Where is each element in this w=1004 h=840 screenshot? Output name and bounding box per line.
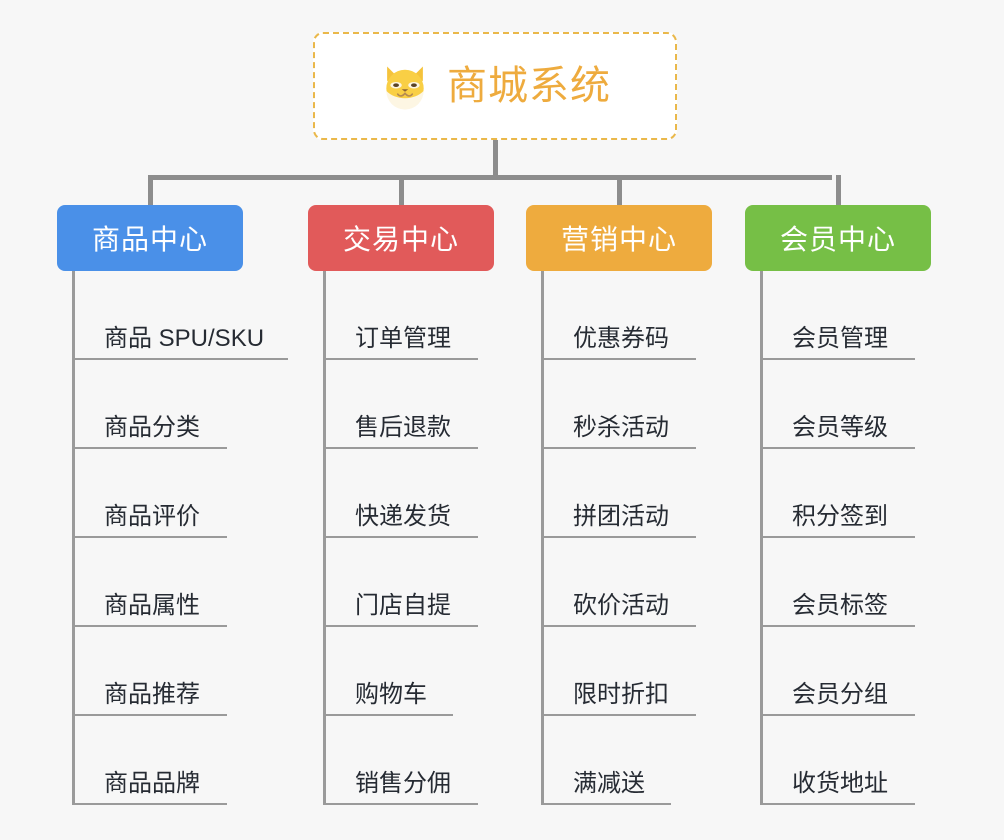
root-node-card[interactable]: 商城系统	[313, 32, 677, 140]
leaf-label: 优惠券码	[573, 325, 669, 352]
leaf-underline	[760, 536, 915, 538]
leaf-underline	[323, 358, 478, 360]
leaf-label: 积分签到	[792, 503, 888, 530]
connector-horizontal-bus	[148, 175, 832, 180]
leaf-item[interactable]: 砍价活动	[541, 538, 696, 627]
leaf-item[interactable]: 会员标签	[760, 538, 915, 627]
category-box-3[interactable]: 营销中心	[526, 205, 712, 271]
leaf-label: 商品分类	[104, 414, 200, 441]
leaf-item[interactable]: 商品评价	[72, 449, 264, 538]
connector-drop-4	[835, 175, 841, 207]
leaf-label: 门店自提	[355, 592, 451, 619]
branch-column-2: 订单管理售后退款快递发货门店自提购物车销售分佣	[323, 271, 478, 805]
branch-spine	[541, 271, 544, 805]
leaf-item[interactable]: 快递发货	[323, 449, 478, 538]
connector-root-stem	[493, 140, 498, 178]
leaf-item[interactable]: 优惠券码	[541, 271, 696, 360]
leaf-underline	[760, 447, 915, 449]
leaf-item[interactable]: 会员等级	[760, 360, 915, 449]
leaf-item[interactable]: 商品分类	[72, 360, 264, 449]
leaf-underline	[541, 803, 671, 805]
branch-spine	[760, 271, 763, 805]
leaf-label: 购物车	[355, 681, 427, 708]
leaf-item[interactable]: 销售分佣	[323, 716, 478, 805]
leaf-label: 会员分组	[792, 681, 888, 708]
branch-spine	[323, 271, 326, 805]
category-label: 会员中心	[779, 224, 896, 255]
leaf-underline	[541, 447, 696, 449]
leaf-item[interactable]: 商品推荐	[72, 627, 264, 716]
leaf-underline	[760, 803, 915, 805]
leaf-item[interactable]: 秒杀活动	[541, 360, 696, 449]
leaf-label: 商品品牌	[104, 770, 200, 797]
connector-drop-2	[398, 175, 404, 207]
category-label: 营销中心	[560, 224, 677, 255]
leaf-underline	[541, 358, 696, 360]
branch-column-1: 商品 SPU/SKU 商品分类商品评价商品属性商品推荐商品品牌	[72, 271, 288, 805]
leaf-underline	[72, 714, 227, 716]
leaf-label: 会员等级	[792, 414, 888, 441]
leaf-underline	[72, 536, 227, 538]
leaf-underline	[72, 358, 288, 360]
branch-column-4: 会员管理会员等级积分签到会员标签会员分组收货地址	[760, 271, 915, 805]
branch-column-3: 优惠券码秒杀活动拼团活动砍价活动限时折扣满减送	[541, 271, 696, 805]
leaf-item[interactable]: 限时折扣	[541, 627, 696, 716]
connector-drop-1	[147, 175, 153, 207]
leaf-label: 售后退款	[355, 414, 451, 441]
leaf-label: 拼团活动	[573, 503, 669, 530]
leaf-label: 满减送	[573, 770, 645, 797]
leaf-underline	[541, 625, 696, 627]
leaf-item[interactable]: 会员分组	[760, 627, 915, 716]
leaf-underline	[72, 447, 227, 449]
leaf-label: 秒杀活动	[573, 414, 669, 441]
leaf-label: 快递发货	[355, 503, 451, 530]
leaf-label: 会员标签	[792, 592, 888, 619]
leaf-underline	[323, 803, 478, 805]
leaf-item[interactable]: 收货地址	[760, 716, 915, 805]
category-label: 商品中心	[91, 224, 208, 255]
shiba-dog-face-icon	[386, 66, 424, 110]
branch-spine	[72, 271, 75, 805]
leaf-underline	[72, 625, 227, 627]
leaf-label: 商品属性	[104, 592, 200, 619]
leaf-underline	[760, 358, 915, 360]
leaf-item[interactable]: 商品品牌	[72, 716, 264, 805]
leaf-item[interactable]: 门店自提	[323, 538, 478, 627]
leaf-label: 收货地址	[792, 770, 888, 797]
connector-drop-3	[616, 175, 622, 207]
leaf-label: 订单管理	[355, 325, 451, 352]
category-box-1[interactable]: 商品中心	[57, 205, 243, 271]
root-node-title: 商城系统	[447, 64, 611, 108]
leaf-item[interactable]: 商品 SPU/SKU	[72, 271, 288, 360]
leaf-underline	[323, 625, 478, 627]
leaf-item[interactable]: 满减送	[541, 716, 671, 805]
leaf-item[interactable]: 订单管理	[323, 271, 478, 360]
category-label: 交易中心	[342, 224, 459, 255]
leaf-label: 商品评价	[104, 503, 200, 530]
leaf-underline	[72, 803, 227, 805]
leaf-label: 商品推荐	[104, 681, 200, 708]
leaf-item[interactable]: 购物车	[323, 627, 453, 716]
leaf-underline	[541, 536, 696, 538]
leaf-underline	[323, 714, 453, 716]
leaf-underline	[760, 625, 915, 627]
leaf-item[interactable]: 会员管理	[760, 271, 915, 360]
leaf-item[interactable]: 商品属性	[72, 538, 264, 627]
leaf-label: 商品 SPU/SKU	[104, 325, 265, 352]
category-box-2[interactable]: 交易中心	[308, 205, 494, 271]
leaf-item[interactable]: 拼团活动	[541, 449, 696, 538]
leaf-item[interactable]: 积分签到	[760, 449, 915, 538]
leaf-label: 会员管理	[792, 325, 888, 352]
leaf-underline	[323, 536, 478, 538]
leaf-underline	[323, 447, 478, 449]
category-box-4[interactable]: 会员中心	[745, 205, 931, 271]
leaf-item[interactable]: 售后退款	[323, 360, 478, 449]
leaf-label: 砍价活动	[573, 592, 669, 619]
leaf-underline	[541, 714, 696, 716]
leaf-label: 销售分佣	[355, 770, 451, 797]
leaf-underline	[760, 714, 915, 716]
leaf-label: 限时折扣	[573, 681, 669, 708]
